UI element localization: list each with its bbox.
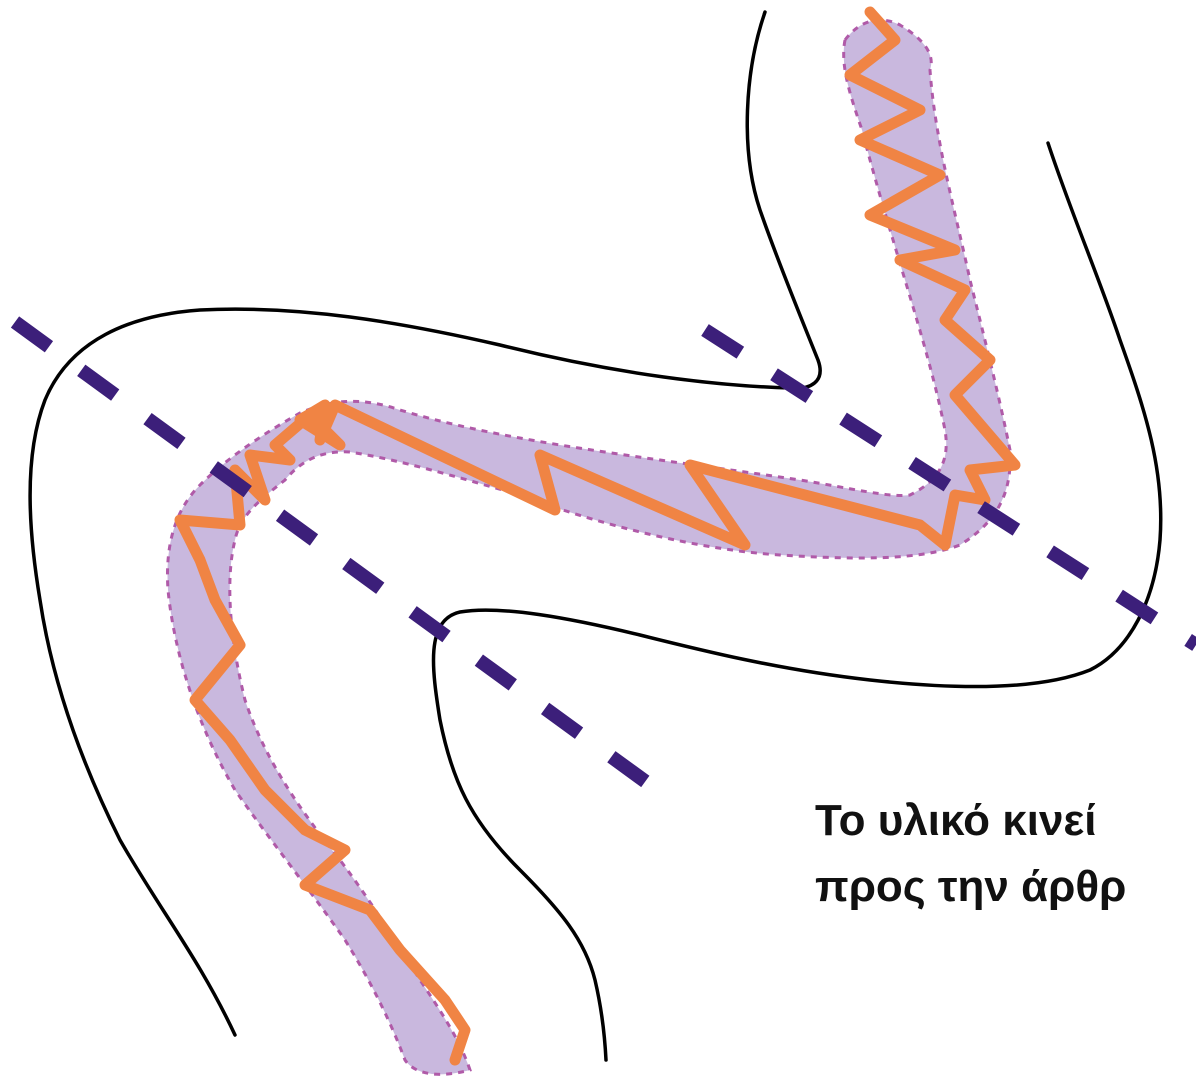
caption-text: Το υλικό κινεί προς την άρθρ [815,788,1126,920]
fold-outline-lower [433,143,1160,1060]
caption-line-1: Το υλικό κινεί [815,788,1126,854]
axial-plane-line-left [15,322,668,798]
caption-line-2: προς την άρθρ [815,854,1126,920]
